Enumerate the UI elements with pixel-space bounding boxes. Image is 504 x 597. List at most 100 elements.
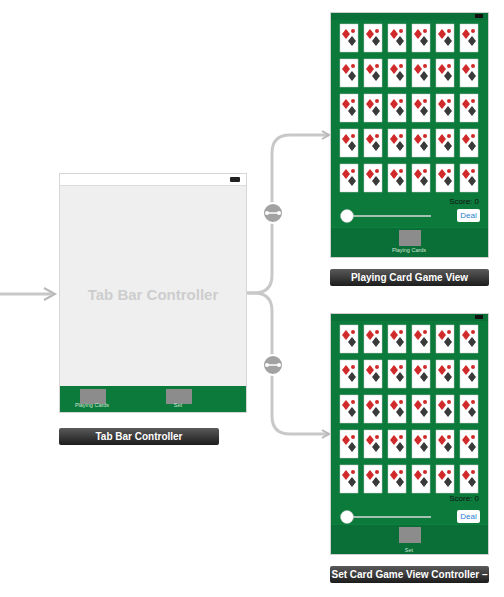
playing-card <box>340 59 358 87</box>
tab-item-title: Set <box>379 547 439 553</box>
playing-card <box>436 430 454 458</box>
tab-icon <box>399 527 421 543</box>
tab-bar-controller-scene: Tab Bar ControllerTab Bar Controller <box>59 173 247 413</box>
segue-icon <box>263 355 283 375</box>
playing-card <box>460 59 478 87</box>
score-label: Score: 0 <box>420 197 479 206</box>
playing-card <box>436 24 454 52</box>
playing-card <box>388 59 406 87</box>
playing-card <box>436 94 454 122</box>
playing-card <box>388 395 406 423</box>
playing-card <box>388 430 406 458</box>
playing-card <box>364 430 382 458</box>
entry-arrow <box>0 288 55 300</box>
playing-card <box>412 59 430 87</box>
tab-item-title: Playing Cards <box>379 247 439 253</box>
playing-card <box>340 360 358 388</box>
playing-card <box>436 325 454 353</box>
playing-card <box>364 465 382 493</box>
playing-card <box>340 430 358 458</box>
score-label: Score: 0 <box>420 494 479 503</box>
playing-card <box>460 129 478 157</box>
view-controller-scene: Playing Card Game ViewDeal <box>330 12 489 258</box>
scene-name-label: Set Card Game View Controller – <box>330 566 489 583</box>
playing-card <box>460 465 478 493</box>
tab-icon <box>166 389 192 404</box>
playing-card <box>364 59 382 87</box>
battery-icon <box>230 177 240 182</box>
playing-card <box>340 24 358 52</box>
battery-icon <box>475 14 483 18</box>
tab-item-title: Set <box>148 402 208 408</box>
button-label: Deal <box>457 209 480 222</box>
playing-card <box>412 129 430 157</box>
playing-card <box>388 164 406 192</box>
watermark-title: Tab Bar Controller <box>60 286 246 303</box>
segue-connector <box>247 293 329 434</box>
deal-button: Deal <box>457 209 480 222</box>
tab-item-title: Playing Cards <box>62 402 122 408</box>
playing-card <box>364 129 382 157</box>
playing-card <box>340 164 358 192</box>
playing-card <box>460 430 478 458</box>
playing-card <box>460 94 478 122</box>
segue-icon <box>263 203 283 223</box>
playing-card <box>388 325 406 353</box>
playing-card <box>388 360 406 388</box>
status-bar <box>331 13 488 20</box>
playing-card <box>436 59 454 87</box>
tab-icon <box>399 230 421 246</box>
playing-card <box>436 164 454 192</box>
playing-card <box>412 360 430 388</box>
button-label: Deal <box>457 510 480 523</box>
tab-bar <box>60 386 246 412</box>
playing-card <box>340 129 358 157</box>
playing-card <box>340 325 358 353</box>
card-grid <box>331 314 490 494</box>
status-bar <box>60 174 246 186</box>
battery-icon <box>475 315 483 319</box>
status-bar <box>331 314 488 321</box>
playing-card <box>340 465 358 493</box>
scene-name-label: Tab Bar Controller <box>59 428 219 445</box>
view-controller-scene: Set Card Game View Controller –Deal <box>330 313 489 555</box>
deal-button: Deal <box>457 510 480 523</box>
playing-card <box>436 395 454 423</box>
playing-card <box>412 164 430 192</box>
playing-card <box>460 164 478 192</box>
segue-connector <box>247 135 329 293</box>
playing-card <box>412 465 430 493</box>
playing-card <box>364 395 382 423</box>
playing-card <box>340 94 358 122</box>
playing-card <box>460 360 478 388</box>
playing-card <box>460 24 478 52</box>
playing-card <box>364 360 382 388</box>
playing-card <box>388 129 406 157</box>
scene-name-label: Playing Card Game View <box>330 269 489 286</box>
playing-card <box>460 395 478 423</box>
playing-card <box>388 24 406 52</box>
playing-card <box>364 94 382 122</box>
playing-card <box>436 360 454 388</box>
playing-card <box>436 465 454 493</box>
playing-card <box>412 94 430 122</box>
tab-icon <box>80 389 106 404</box>
playing-card <box>388 94 406 122</box>
playing-card <box>388 465 406 493</box>
playing-card <box>436 129 454 157</box>
slider <box>339 208 439 224</box>
slider <box>339 509 439 525</box>
playing-card <box>412 24 430 52</box>
playing-card <box>364 164 382 192</box>
playing-card <box>364 325 382 353</box>
playing-card <box>364 24 382 52</box>
playing-card <box>340 395 358 423</box>
playing-card <box>412 430 430 458</box>
card-grid <box>331 13 490 193</box>
playing-card <box>460 325 478 353</box>
playing-card <box>412 325 430 353</box>
playing-card <box>412 395 430 423</box>
